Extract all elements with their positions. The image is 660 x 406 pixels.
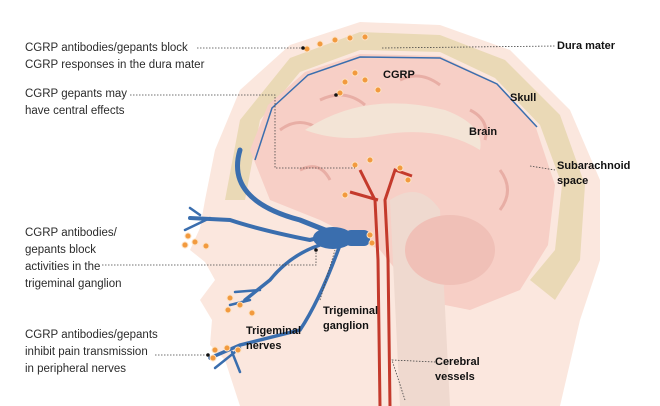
- annotation-dura-block: CGRP antibodies/gepants block CGRP respo…: [25, 40, 204, 74]
- vessel: [349, 190, 379, 202]
- corpus-callosum: [305, 103, 481, 150]
- annotation-line: CGRP antibodies/: [25, 227, 117, 239]
- annotation-line: trigeminal ganglion: [25, 278, 122, 290]
- nerve-branch: [235, 147, 333, 235]
- annotation-trigeminal-ganglion: CGRP antibodies/ gepants block activitie…: [25, 225, 122, 293]
- vessel: [383, 168, 413, 406]
- label-line: Trigeminal: [323, 305, 379, 317]
- trigeminal-nerves: [183, 147, 342, 374]
- dura-mater-line: [254, 56, 538, 161]
- skull: [225, 32, 585, 300]
- nerve-branch: [243, 243, 322, 302]
- label-line: Cerebral: [435, 356, 480, 368]
- label-line: Trigeminal: [246, 325, 302, 337]
- label-trigeminal-ganglion: Trigeminal ganglion: [323, 304, 378, 334]
- nerve-branch: [183, 206, 212, 232]
- annotation-line: in peripheral nerves: [25, 363, 127, 375]
- annotation-line: have central effects: [25, 105, 125, 117]
- label-dura-mater: Dura mater: [557, 40, 616, 52]
- nerve-branch: [188, 216, 332, 243]
- label-cerebral-vessels: Cerebral vessels: [435, 355, 480, 385]
- annotation-line: gepants block: [25, 244, 96, 256]
- label-line: ganglion: [323, 320, 369, 332]
- label-brain: Brain: [469, 126, 498, 138]
- label-trigeminal-nerves: Trigeminal nerves: [246, 324, 301, 354]
- leader-lines: [102, 45, 556, 401]
- brain-folds: [279, 74, 509, 265]
- annotation-line: CGRP antibodies/gepants block: [25, 42, 188, 54]
- annotation-line: CGRP antibodies/gepants: [25, 329, 158, 341]
- annotation-line: activities in the: [25, 261, 101, 273]
- label-cgrp: CGRP: [383, 69, 415, 81]
- label-line: Subarachnoid: [557, 160, 631, 172]
- cerebellum: [405, 215, 495, 285]
- annotation-line: CGRP responses in the dura mater: [25, 59, 205, 71]
- trigeminal-ganglion-shape: [313, 227, 353, 249]
- trigeminal-ganglion-root: [345, 230, 370, 246]
- label-line: vessels: [435, 371, 475, 383]
- annotation-line: CGRP gepants may: [25, 88, 128, 100]
- label-line: nerves: [246, 340, 282, 352]
- label-line: space: [557, 175, 589, 187]
- label-subarachnoid-space: Subarachnoid space: [557, 159, 630, 189]
- annotation-line: inhibit pain transmission: [25, 346, 148, 358]
- leader-endpoints: [206, 46, 338, 357]
- label-skull: Skull: [510, 92, 537, 104]
- annotation-central-effects: CGRP gepants may have central effects: [25, 86, 127, 120]
- annotation-peripheral-nerves: CGRP antibodies/gepants inhibit pain tra…: [25, 327, 158, 378]
- nerve-branch: [208, 243, 342, 360]
- cerebral-vessels: [349, 168, 413, 406]
- vessel: [358, 169, 382, 406]
